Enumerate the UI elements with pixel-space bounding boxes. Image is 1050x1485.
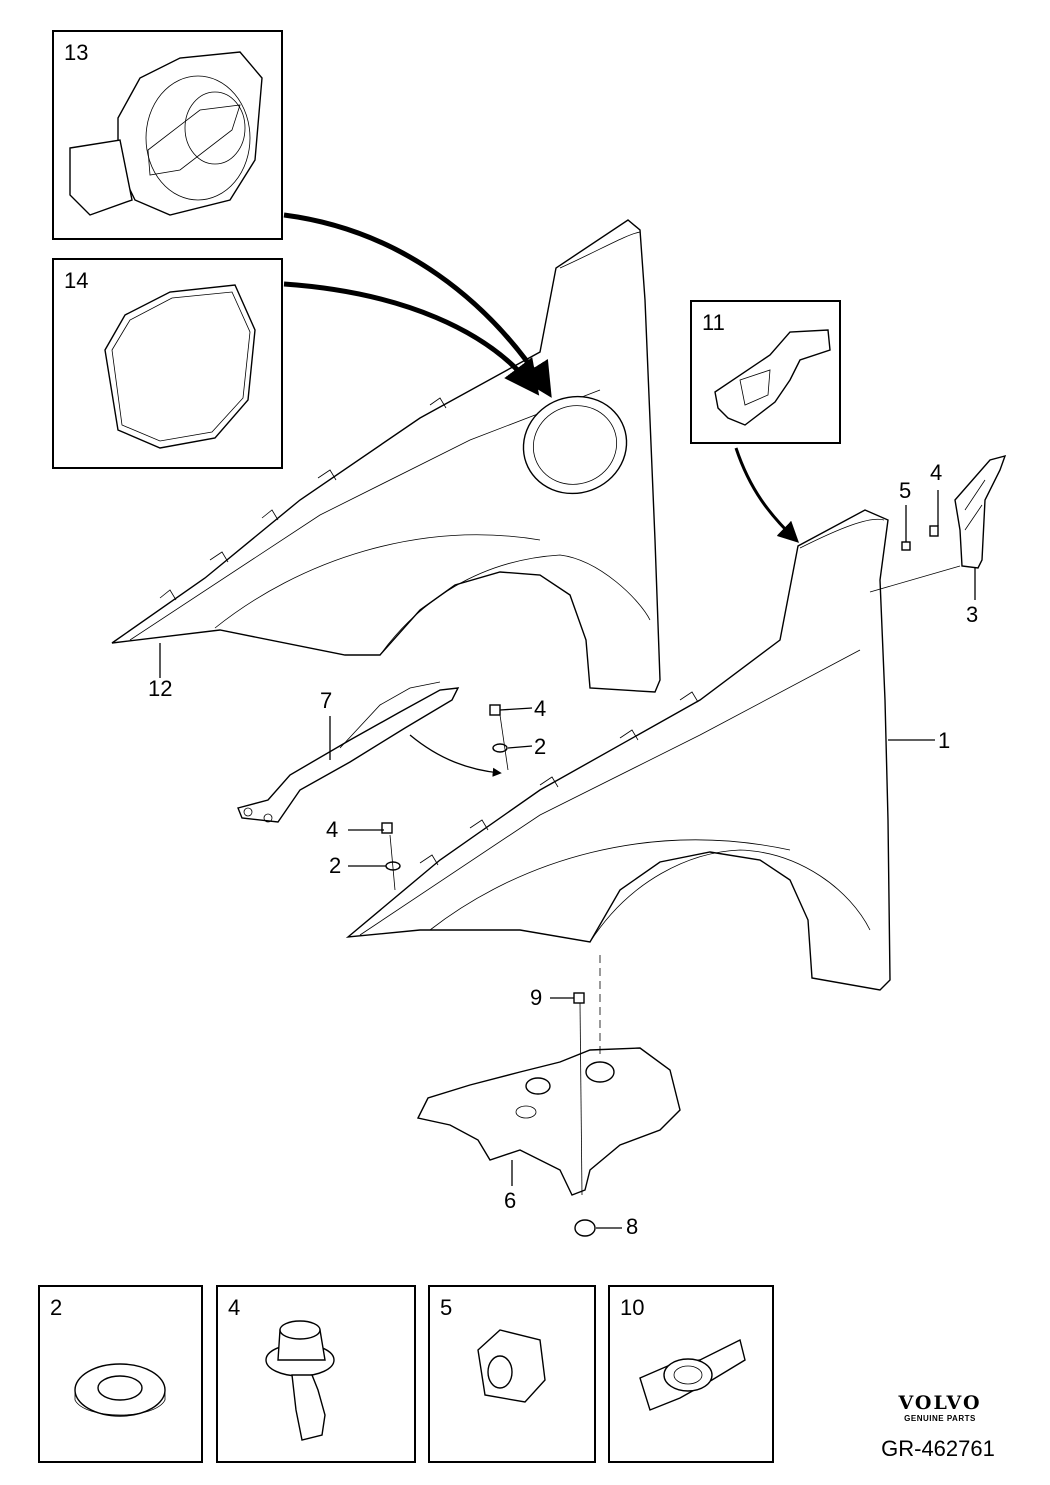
legend-box-flange-bolt: 4 <box>216 1285 416 1463</box>
callout-2-mid: 2 <box>534 734 547 759</box>
genuine-parts-tagline: GENUINE PARTS <box>904 1414 976 1423</box>
legend-label-2: 2 <box>50 1295 63 1320</box>
leader-lines <box>159 212 976 1229</box>
end-cap-3-drawing <box>954 454 1007 569</box>
legend-label-4: 4 <box>228 1295 241 1320</box>
callout-5: 5 <box>899 478 912 503</box>
callout-9: 9 <box>530 985 543 1010</box>
inset-label-14: 14 <box>64 268 89 293</box>
legend-label-10: 10 <box>620 1295 645 1320</box>
inset-box-11: 11 <box>690 300 841 444</box>
legend-box-stud-bolt: 10 <box>608 1285 774 1463</box>
callout-7: 7 <box>320 688 333 713</box>
legend-clip-nut-drawing <box>477 1329 546 1403</box>
legend-label-5: 5 <box>440 1295 453 1320</box>
callout-3: 3 <box>966 602 979 627</box>
callout-4-top: 4 <box>930 460 943 485</box>
callout-4-low: 4 <box>326 817 339 842</box>
inset-box-13: 13 <box>52 30 283 240</box>
callout-6: 6 <box>504 1188 517 1213</box>
inset-label-13: 13 <box>64 40 89 65</box>
callout-2-low: 2 <box>329 853 342 878</box>
volvo-logo: VOLVO <box>898 1392 982 1414</box>
inset-box-14: 14 <box>52 258 283 469</box>
callout-8: 8 <box>626 1214 639 1239</box>
fender-left-drawing <box>111 219 661 693</box>
callout-4-mid: 4 <box>534 696 547 721</box>
bracket-7-drawing <box>237 681 460 823</box>
legend-stud-bolt-drawing <box>639 1338 746 1411</box>
legend-box-washer: 2 <box>38 1285 203 1463</box>
legend-box-clip-nut: 5 <box>428 1285 596 1463</box>
legend-washer-drawing <box>74 1363 166 1417</box>
legend-flange-bolt-drawing <box>265 1320 335 1441</box>
callout-1: 1 <box>938 728 951 753</box>
bracket-6-drawing <box>416 1047 681 1196</box>
diagram-reference-number: GR-462761 <box>881 1436 995 1461</box>
callout-12: 12 <box>148 676 173 701</box>
inset-label-11: 11 <box>702 310 725 335</box>
fender-right-drawing <box>345 509 891 991</box>
